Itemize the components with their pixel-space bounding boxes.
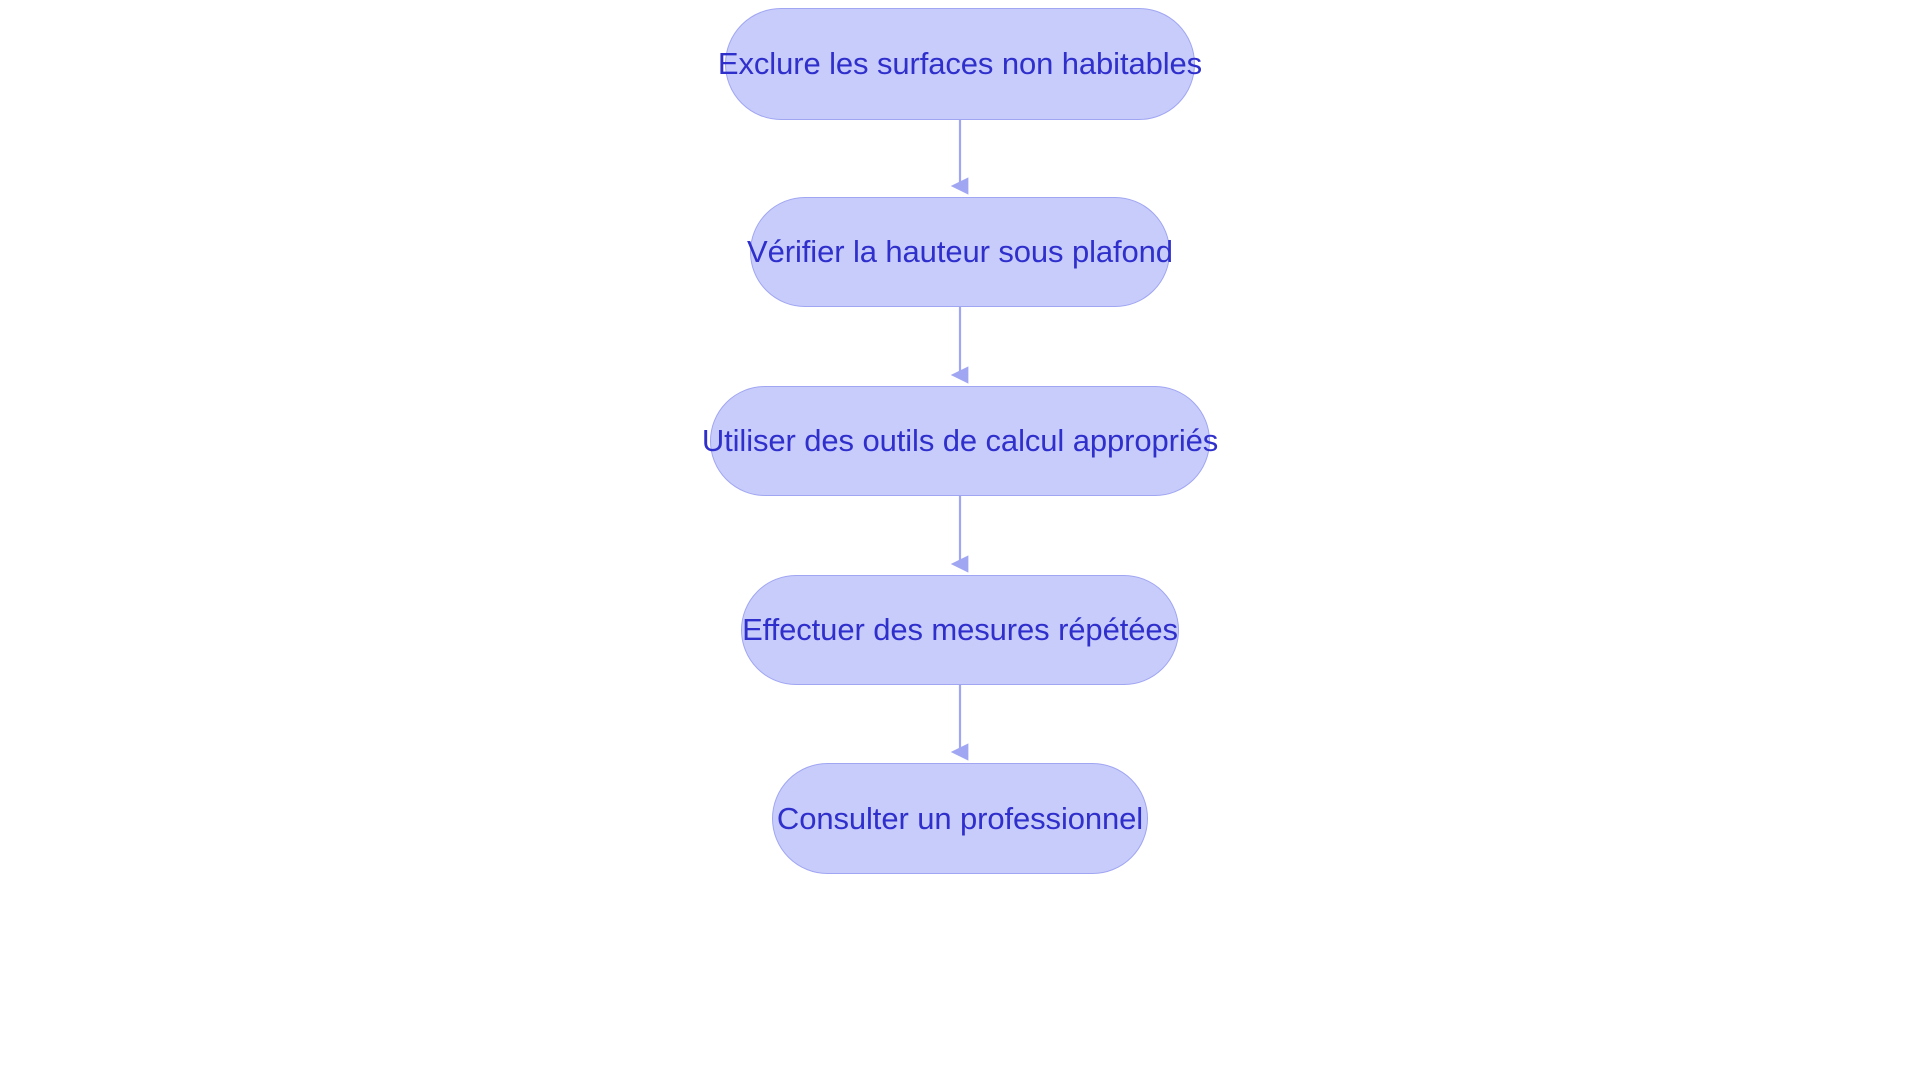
flow-node-label: Consulter un professionnel (776, 800, 1144, 836)
flow-node-outils-calcul[interactable]: Utiliser des outils de calcul appropriés (702, 386, 1218, 496)
flow-node-verifier-hauteur[interactable]: Vérifier la hauteur sous plafond (747, 197, 1173, 307)
flow-node-consulter-professionnel[interactable]: Consulter un professionnel (772, 763, 1148, 874)
flow-node-exclure-surfaces[interactable]: Exclure les surfaces non habitables (718, 8, 1202, 120)
flow-node-label: Exclure les surfaces non habitables (717, 46, 1203, 82)
flow-node-label: Effectuer des mesures répétées (742, 612, 1178, 648)
flow-node-label: Utiliser des outils de calcul appropriés (701, 423, 1219, 459)
flow-node-label: Vérifier la hauteur sous plafond (747, 234, 1173, 270)
flow-node-mesures-repetees[interactable]: Effectuer des mesures répétées (741, 575, 1179, 685)
